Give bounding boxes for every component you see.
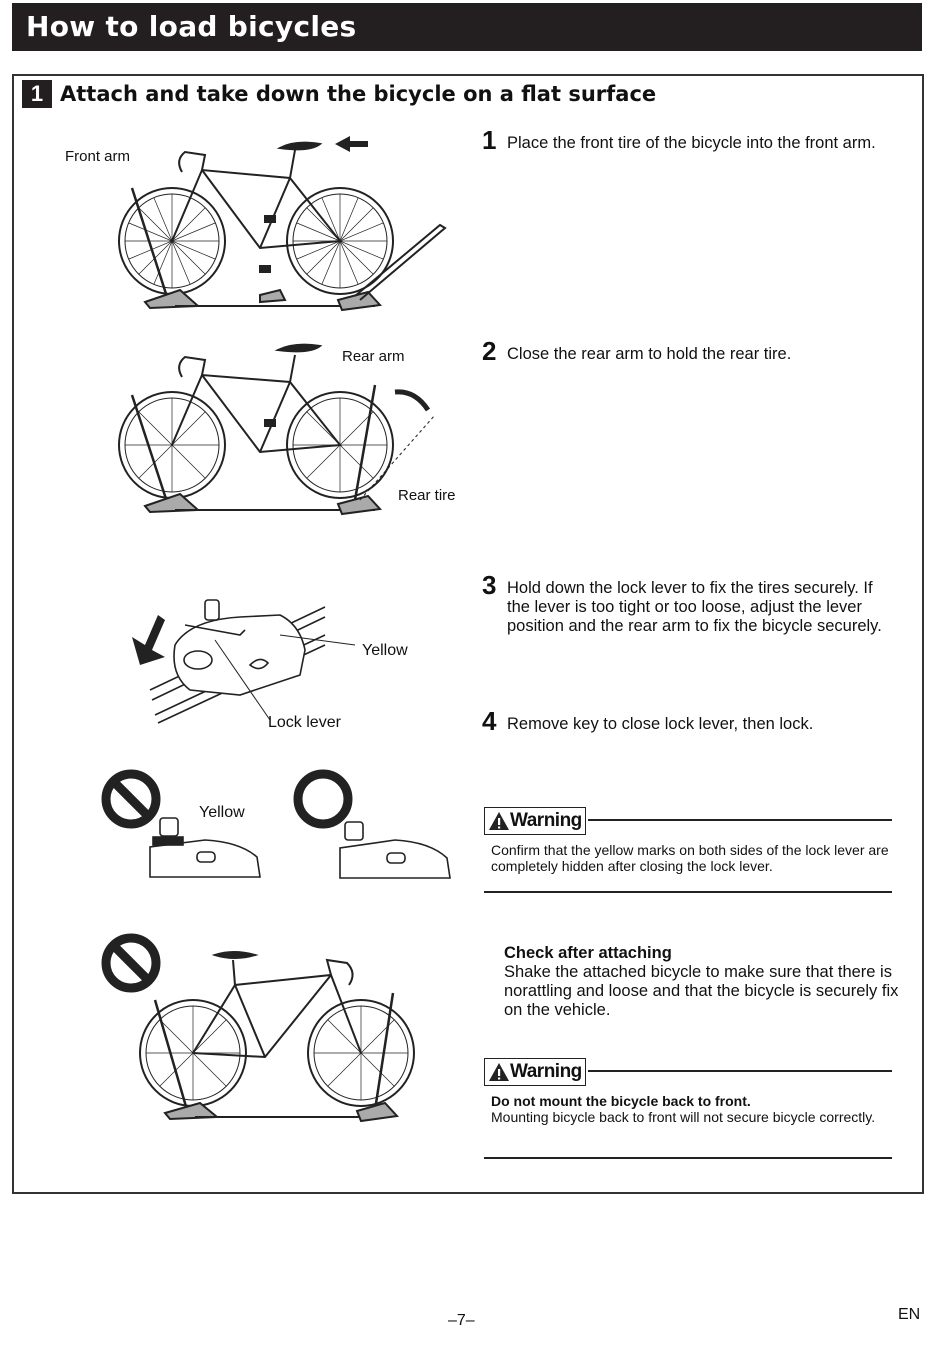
check-after-attaching: Check after attaching Shake the attached… [484,944,898,1024]
warning-box-2: Warning Do not mount the bicycle back to… [484,1058,892,1160]
page-title: How to load bicycles [26,10,357,43]
section-1: 1 Attach and take down the bicycle on a … [12,74,924,1194]
section-title: Attach and take down the bicycle on a fl… [60,82,657,106]
language-code: EN [898,1306,921,1323]
warning-rule [588,819,892,821]
step-number: 1 [482,125,497,155]
step-text: Hold down the lock lever to fix the tire… [507,579,882,635]
step-text: Close the rear arm to hold the rear tire… [507,345,792,363]
figure-lock-unhidden [149,817,261,878]
warning-badge: Warning [484,1058,586,1086]
warning-label: Warning [510,1061,582,1082]
warning-bold-text: Do not mount the bicycle back to front. [491,1093,751,1109]
label-front-arm: Front arm [65,148,131,165]
warning-rule [588,1070,892,1072]
prohibited-icon [101,933,161,993]
check-text: Shake the attached bicycle to make sure … [504,963,899,1019]
label-rear-arm: Rear arm [342,348,405,365]
step-number: 4 [482,706,497,736]
label-rear-tire: Rear tire [398,487,456,504]
figure-bike-rear-arm [118,343,436,516]
ok-circle-icon [293,769,353,829]
check-title: Check after attaching [504,944,672,962]
step-text: Remove key to close lock lever, then loc… [507,715,814,733]
step-text: Place the front tire of the bicycle into… [507,134,876,152]
prohibited-icon [101,769,161,829]
warning-bottom-rule [484,1157,892,1159]
warning-badge: Warning [484,807,586,835]
warning-triangle-icon [489,1063,509,1081]
label-yellow-2: Yellow [199,804,245,821]
warning-label: Warning [510,810,582,831]
figure-bike-front-arm [118,136,447,312]
warning-box-1: Warning Confirm that the yellow marks on… [484,807,892,893]
page-number: –7– [448,1312,475,1329]
warning-triangle-icon [489,812,509,830]
warning-bottom-rule [484,891,892,893]
step-number: 2 [482,336,497,366]
warning-text: Mounting bicycle back to front will not … [491,1109,876,1125]
step-number: 3 [482,570,497,600]
figure-lock-lever [132,599,356,724]
figure-bike-reversed [139,951,415,1123]
label-yellow: Yellow [362,642,408,659]
page-header: How to load bicycles [12,3,922,51]
label-lock-lever: Lock lever [268,714,341,731]
figure-lock-hidden [339,821,451,879]
warning-text: Confirm that the yellow marks on both si… [491,842,889,874]
section-number: 1 [22,80,52,108]
